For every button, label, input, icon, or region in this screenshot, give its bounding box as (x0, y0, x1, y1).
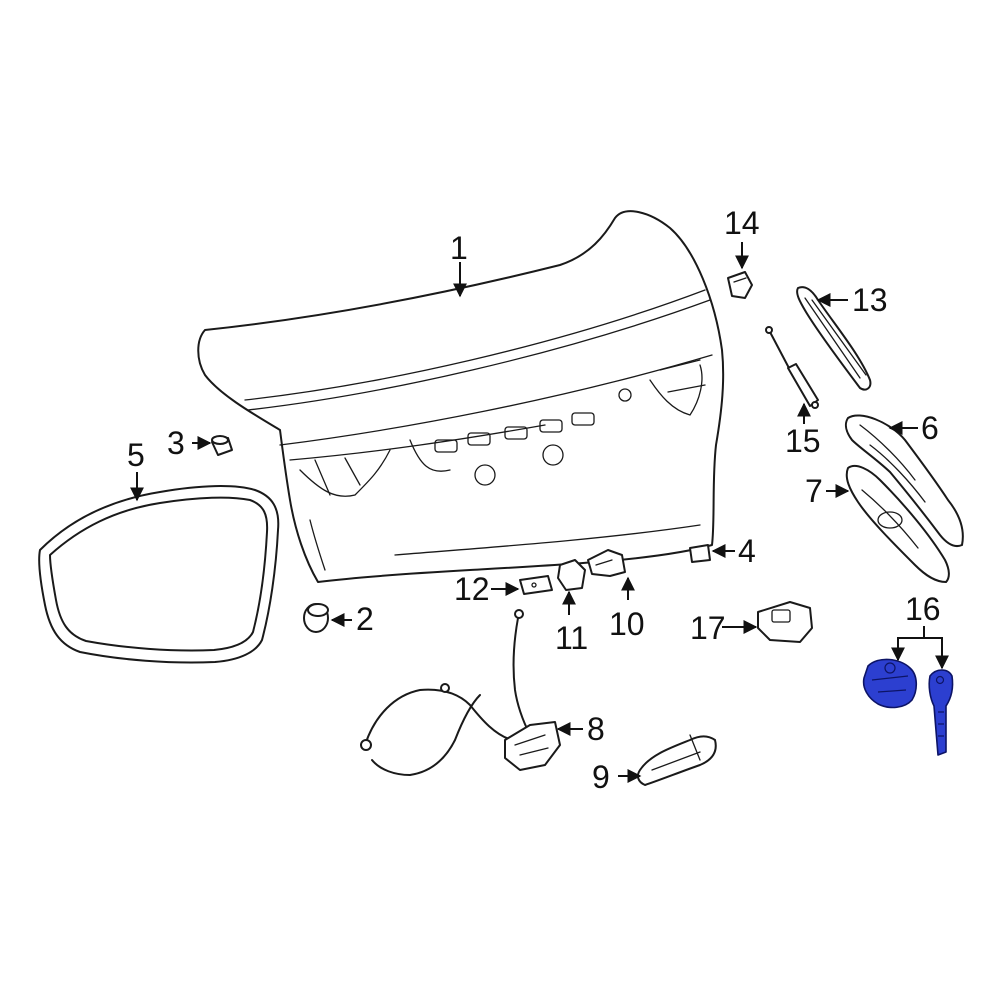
leader-16-bracket (897, 637, 943, 666)
bumper-part-2[interactable] (303, 603, 329, 633)
callout-15: 15 (785, 423, 821, 459)
lift-support-part-15[interactable] (765, 326, 819, 409)
callout-8: 8 (587, 711, 605, 747)
plug-part-3[interactable] (211, 435, 233, 456)
trim-panel-part-6[interactable] (844, 414, 964, 548)
callout-17: 17 (690, 610, 726, 646)
callout-11: 11 (555, 620, 589, 656)
weatherstrip-seal-part[interactable] (38, 485, 280, 664)
callout-13: 13 (852, 282, 888, 318)
callout-14: 14 (724, 205, 760, 241)
callout-7: 7 (805, 473, 823, 509)
callout-16: 16 (905, 591, 941, 627)
callout-2: 2 (356, 601, 374, 637)
trunk-lid-part[interactable] (197, 210, 725, 583)
lock-cylinder-part-16[interactable] (862, 658, 918, 709)
trim-panel-part-7[interactable] (845, 464, 950, 583)
key-part-16[interactable] (928, 669, 954, 756)
callout-4: 4 (738, 533, 756, 569)
callout-6: 6 (921, 410, 939, 446)
bracket-part-12[interactable] (519, 575, 553, 595)
pad-part-4[interactable] (689, 544, 711, 563)
bracket-part-11[interactable] (557, 559, 586, 591)
callout-10: 10 (609, 606, 645, 642)
latch-part-8[interactable] (360, 609, 561, 776)
clip-part-14[interactable] (727, 271, 753, 299)
callout-12: 12 (454, 571, 490, 607)
callout-5: 5 (127, 437, 145, 473)
callout-9: 9 (592, 759, 610, 795)
callout-1: 1 (450, 230, 468, 266)
callout-3: 3 (167, 425, 185, 461)
actuator-part-17[interactable] (757, 601, 813, 643)
bracket-part-10[interactable] (587, 549, 626, 577)
handle-part-9[interactable] (636, 734, 717, 786)
